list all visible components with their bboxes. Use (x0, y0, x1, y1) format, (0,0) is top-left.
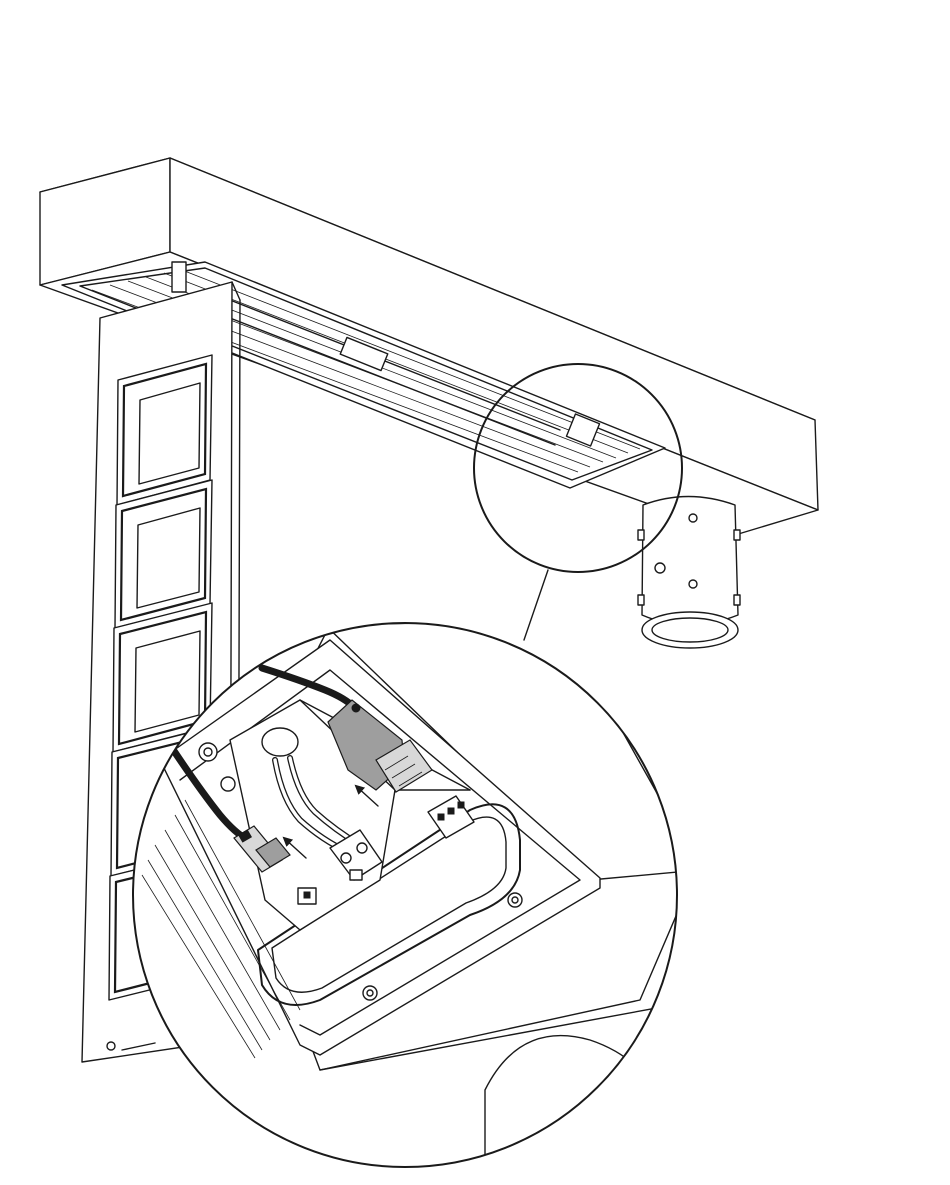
earth-ring (262, 728, 298, 756)
track-bracket (172, 262, 186, 292)
lamp-aperture (652, 618, 728, 642)
lamp-screw (689, 580, 697, 588)
earth-screw (221, 777, 235, 791)
lamp-clip (734, 530, 740, 540)
louver-cell (117, 355, 212, 505)
detail-screw (512, 897, 518, 903)
detail-view (125, 620, 700, 1180)
earth-screw (204, 748, 212, 756)
lamp-clip (638, 530, 644, 540)
panel-screw (107, 1042, 115, 1050)
lamp-clip (638, 595, 644, 605)
louver-cell (115, 480, 212, 628)
detail-screw (367, 990, 373, 996)
lamp-screw (689, 514, 697, 522)
lamp-screw (655, 563, 665, 573)
pendant-lamp (638, 497, 740, 649)
lamp-clip (734, 595, 740, 605)
magnifier-leader (524, 570, 548, 640)
